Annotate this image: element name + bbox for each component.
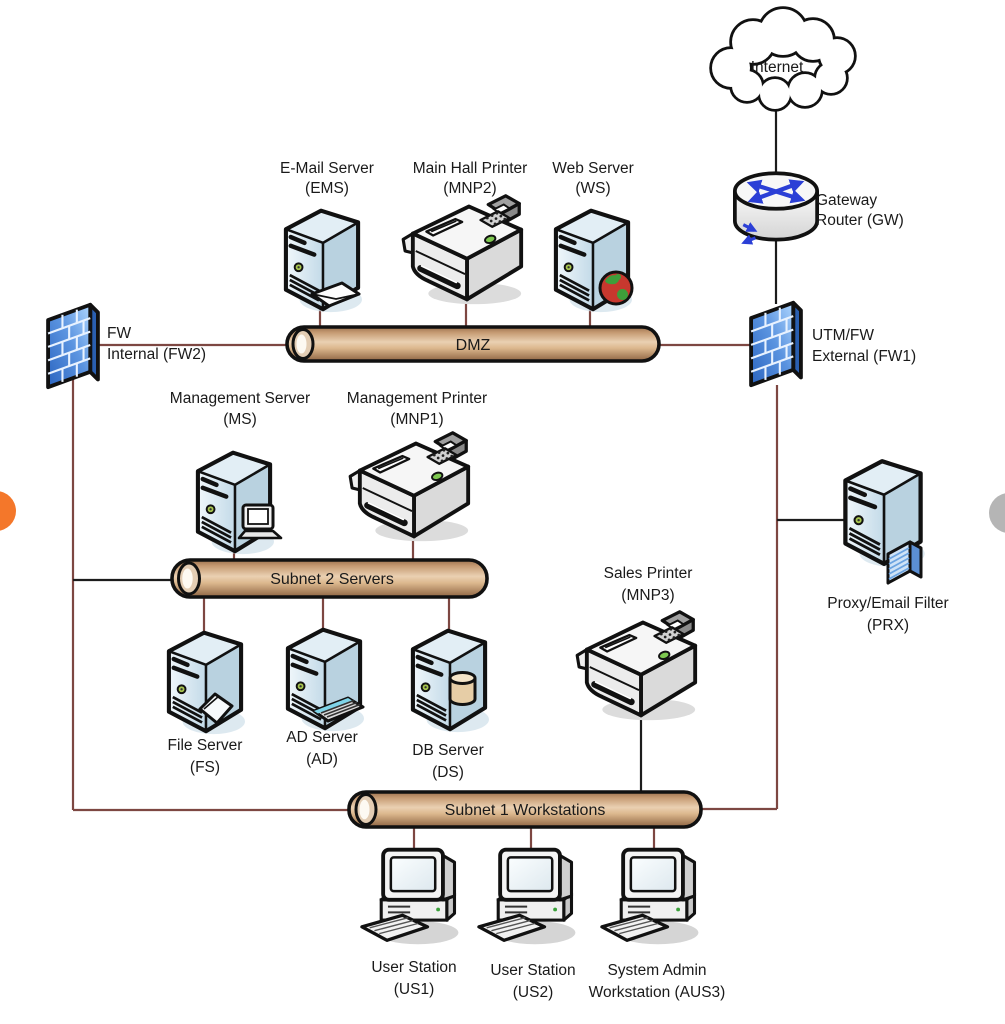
- label-ems-id: (EMS): [305, 180, 349, 197]
- label-internet: Internet: [751, 59, 804, 76]
- label-aus3-id: Workstation (AUS3): [589, 984, 726, 1001]
- node-us2: User Station (US2): [476, 847, 578, 1001]
- node-gateway-router: Gateway Router (GW): [735, 173, 904, 242]
- node-ad: AD Server (AD): [286, 630, 364, 768]
- envelope-icon: [310, 281, 361, 308]
- node-ds: DB Server (DS): [412, 631, 489, 781]
- label-ws-id: (WS): [575, 180, 610, 197]
- node-ms: Management Server (MS): [170, 390, 310, 554]
- folder-icon: [198, 692, 234, 725]
- node-aus3: System Admin Workstation (AUS3): [589, 847, 726, 1001]
- globe-icon: [598, 270, 634, 306]
- bus-subnet1-label: Subnet 1 Workstations: [445, 802, 606, 819]
- label-mnp1-name: Management Printer: [347, 390, 487, 407]
- node-fw2: FW Internal (FW2): [46, 302, 206, 390]
- label-ad-id: (AD): [306, 751, 338, 768]
- label-us2-name: User Station: [490, 962, 575, 979]
- node-fw1: UTM/FW External (FW1): [749, 300, 916, 388]
- node-ws: Web Server (WS): [552, 160, 634, 312]
- label-ems-name: E-Mail Server: [280, 160, 374, 177]
- router-icon: [735, 173, 817, 242]
- bus-subnet2-label: Subnet 2 Servers: [270, 571, 394, 588]
- node-us1: User Station (US1): [359, 847, 461, 998]
- node-internet: Internet: [709, 6, 857, 112]
- node-mnp2: Main Hall Printer (MNP2): [403, 160, 527, 304]
- label-mnp1-id: (MNP1): [390, 411, 443, 428]
- database-icon: [448, 671, 477, 706]
- label-gw-1: Gateway: [816, 192, 877, 209]
- label-ds-id: (DS): [432, 764, 464, 781]
- bus-dmz: DMZ: [285, 325, 661, 363]
- next-circle-icon[interactable]: [989, 493, 1005, 533]
- label-fw2-2: Internal (FW2): [107, 346, 206, 363]
- label-prx-id: (PRX): [867, 617, 909, 634]
- label-ds-name: DB Server: [412, 742, 484, 759]
- label-ms-name: Management Server: [170, 390, 310, 407]
- label-fw1-1: UTM/FW: [812, 327, 874, 344]
- label-gw-2: Router (GW): [816, 212, 904, 229]
- label-aus3-name: System Admin: [607, 962, 706, 979]
- bus-subnet1: Subnet 1 Workstations: [347, 790, 703, 829]
- label-fs-name: File Server: [168, 737, 243, 754]
- label-us1-id: (US1): [394, 981, 434, 998]
- cloud-icon: [709, 6, 857, 112]
- node-ems: E-Mail Server (EMS): [280, 160, 374, 312]
- node-fs: File Server (FS): [168, 633, 245, 776]
- server-icon: [169, 633, 245, 734]
- label-us2-id: (US2): [513, 984, 553, 1001]
- label-ad-name: AD Server: [286, 729, 358, 746]
- label-fs-id: (FS): [190, 759, 220, 776]
- node-prx: Proxy/Email Filter (PRX): [827, 461, 949, 634]
- label-mnp3-name: Sales Printer: [604, 565, 693, 582]
- bus-subnet2: Subnet 2 Servers: [170, 558, 489, 599]
- label-mnp3-id: (MNP3): [621, 587, 674, 604]
- label-us1-name: User Station: [371, 959, 456, 976]
- node-mnp3: Sales Printer (MNP3): [577, 565, 695, 720]
- label-fw2-1: FW: [107, 325, 131, 342]
- monitor-icon: [237, 503, 283, 540]
- node-mnp1: Management Printer (MNP1): [347, 390, 487, 541]
- label-ws-name: Web Server: [552, 160, 634, 177]
- label-mnp2-id: (MNP2): [443, 180, 496, 197]
- prev-circle-icon[interactable]: [0, 491, 16, 531]
- keyboard-icon: [312, 696, 365, 723]
- label-prx-name: Proxy/Email Filter: [827, 595, 948, 612]
- bus-dmz-label: DMZ: [456, 337, 491, 354]
- label-fw1-2: External (FW1): [812, 348, 916, 365]
- label-mnp2-name: Main Hall Printer: [413, 160, 528, 177]
- label-ms-id: (MS): [223, 411, 257, 428]
- filter-icon: [886, 540, 923, 585]
